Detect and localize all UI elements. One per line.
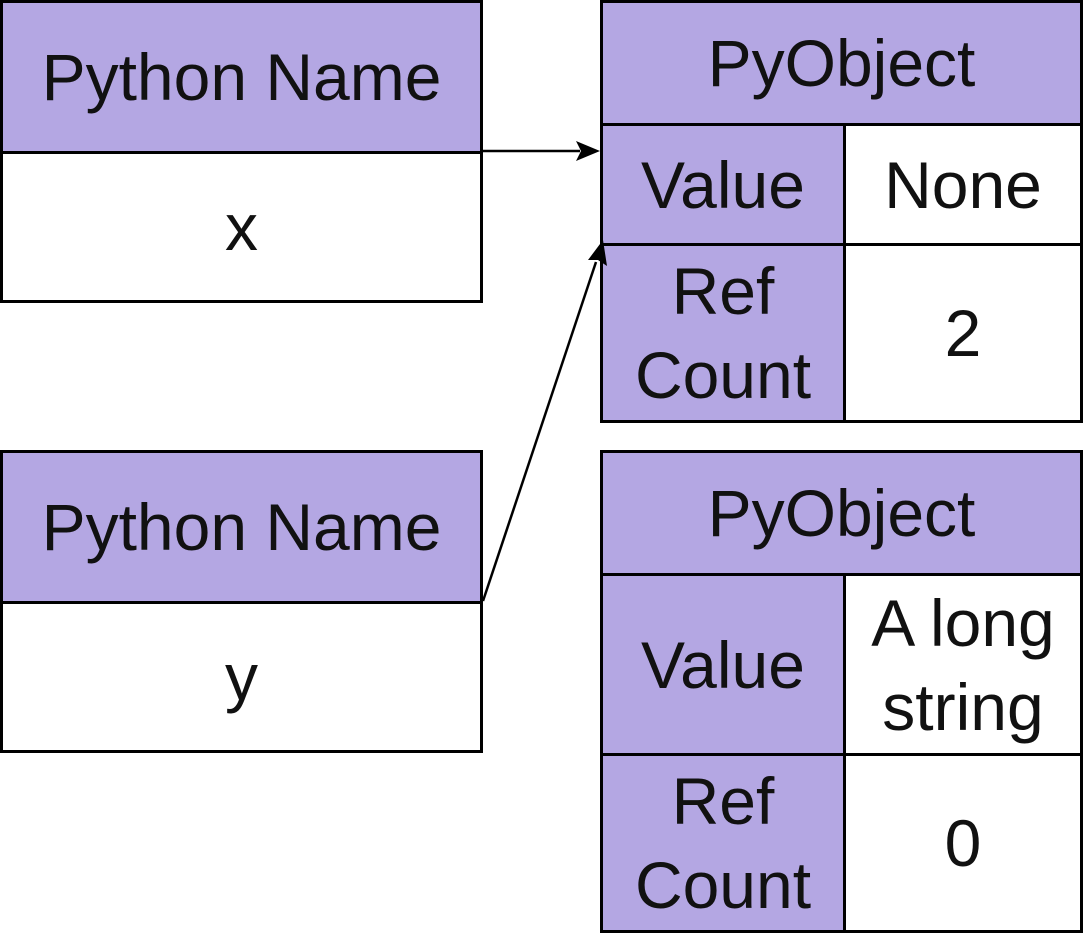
pyobject-title: PyObject xyxy=(603,453,1080,573)
value-cell: A long string xyxy=(843,573,1080,753)
python-name-header: Python Name xyxy=(3,3,480,151)
ref-count-value: 0 xyxy=(843,753,1080,930)
arrow-y-to-pyobject xyxy=(481,240,607,602)
python-name-value: y xyxy=(3,601,480,750)
ref-count-value: 2 xyxy=(843,243,1080,420)
python-name-box-x: Python Name x xyxy=(0,0,483,303)
python-name-value: x xyxy=(3,151,480,300)
ref-count-label: Ref Count xyxy=(603,243,843,420)
python-name-header: Python Name xyxy=(3,453,480,601)
pyobject-box-none: PyObject Value None Ref Count 2 xyxy=(600,0,1083,423)
ref-count-label: Ref Count xyxy=(603,753,843,930)
value-label: Value xyxy=(603,123,843,243)
pyobject-title: PyObject xyxy=(603,3,1080,123)
pyobject-box-string: PyObject Value A long string Ref Count 0 xyxy=(600,450,1083,933)
value-cell: None xyxy=(843,123,1080,243)
python-name-box-y: Python Name y xyxy=(0,450,483,753)
value-label: Value xyxy=(603,573,843,753)
arrow-x-to-pyobject xyxy=(483,141,600,161)
